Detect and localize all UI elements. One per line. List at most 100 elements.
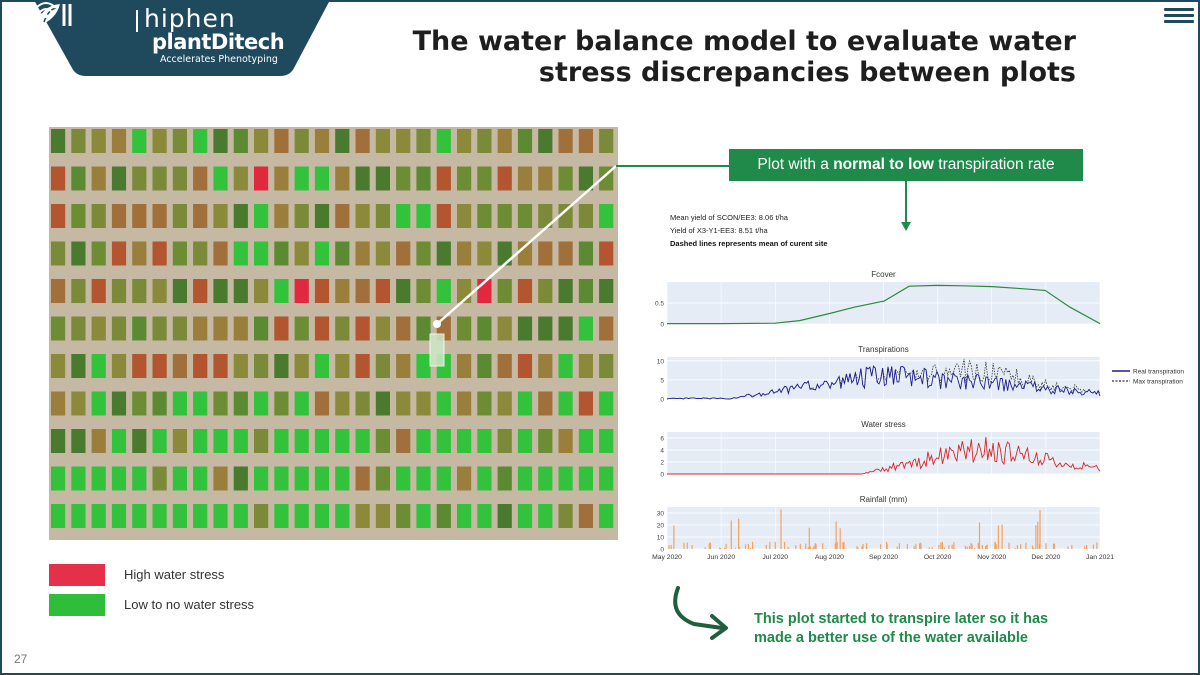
y-tick-label: 5: [660, 377, 664, 384]
field-plot: [599, 354, 614, 378]
field-plot: [111, 429, 127, 453]
rainfall-bar: [835, 521, 837, 549]
field-plot: [71, 354, 86, 378]
field-plot: [599, 204, 614, 228]
field-plot: [71, 129, 86, 153]
field-plot: [314, 504, 330, 528]
field-plot: [375, 166, 390, 191]
field-plot: [335, 129, 350, 153]
field-plot: [132, 204, 147, 228]
rainfall-bar: [780, 509, 782, 549]
field-plot: [254, 391, 269, 416]
y-tick-label: 0.5: [655, 301, 664, 308]
field-plot: [375, 391, 390, 416]
field-plot: [193, 241, 208, 266]
field-plot: [375, 279, 390, 303]
field-plot: [457, 204, 472, 228]
conclusion-line-1: This plot started to transpire later so …: [754, 611, 1049, 627]
rainfall-bar: [898, 543, 900, 549]
field-plot: [436, 466, 451, 491]
field-plot: [91, 316, 106, 341]
field-plot: [294, 166, 309, 191]
field-plot: [51, 166, 66, 191]
title-line-1: The water balance model to evaluate wate…: [412, 26, 1076, 57]
brand-tab-shape: [34, 0, 330, 76]
rainfall-bar: [1025, 542, 1027, 549]
field-plot: [375, 316, 390, 341]
field-plot: [111, 241, 127, 266]
field-plot: [517, 316, 533, 341]
rainfall-bar: [668, 545, 670, 549]
field-plot: [91, 166, 106, 191]
field-plot: [335, 279, 350, 303]
field-plot: [477, 504, 492, 528]
field-plot: [254, 429, 269, 453]
rainfall-bar: [886, 543, 888, 549]
info-line-1: Mean yield of SCON/EE3: 8.06 t/ha: [670, 213, 789, 222]
field-plot: [111, 129, 127, 153]
x-tick-label: Jan 2021: [1086, 554, 1114, 561]
field-plot: [314, 129, 330, 153]
field-plot: [71, 204, 86, 228]
rainfall-bar: [1016, 545, 1018, 549]
field-plot: [233, 129, 248, 153]
field-plot: [111, 466, 127, 491]
field-plot: [477, 466, 492, 491]
rainfall-bar: [931, 547, 933, 549]
legend-swatch-low: [49, 594, 105, 616]
field-plot: [254, 466, 269, 491]
rainfall-bar: [1052, 543, 1055, 549]
field-plot: [355, 241, 370, 266]
field-plot: [477, 204, 492, 228]
field-plot: [193, 391, 208, 416]
rainfall-bar: [834, 543, 836, 549]
info-line-3: Dashed lines represents mean of curent s…: [670, 239, 828, 248]
field-plot: [172, 204, 187, 228]
field-plot: [71, 241, 86, 266]
field-plot: [538, 241, 553, 266]
rainfall-bar: [825, 548, 827, 549]
rainfall-bar: [920, 542, 922, 549]
field-plot: [396, 391, 411, 416]
brand-name-top: hiphen: [144, 4, 236, 33]
field-plot: [416, 204, 431, 228]
field-plot: [578, 429, 593, 453]
rainfall-bar: [719, 547, 721, 549]
rainfall-bar: [977, 542, 979, 549]
rainfall-bar: [1096, 542, 1098, 549]
field-plot: [578, 166, 593, 191]
field-plot: [314, 354, 330, 378]
field-plot: [152, 316, 167, 341]
rainfall-bar: [843, 542, 845, 549]
rainfall-bar: [941, 542, 943, 549]
field-plot: [91, 354, 106, 378]
rainfall-bar: [725, 543, 727, 549]
conclusion-text: This plot started to transpire later so …: [754, 610, 1114, 648]
menu-icon[interactable]: [1164, 6, 1194, 26]
field-plot: [436, 279, 451, 303]
field-plot: [416, 391, 431, 416]
field-plot: [517, 166, 533, 191]
field-plot: [254, 129, 269, 153]
field-plot: [599, 391, 614, 416]
rainfall-bar: [752, 541, 754, 549]
rainfall-bar: [730, 520, 732, 549]
callout-box: Plot with a normal to low transpiration …: [729, 149, 1083, 181]
rainfall-bar: [738, 547, 741, 549]
field-plot: [274, 241, 289, 266]
field-plot: [335, 241, 350, 266]
rainfall-bar: [822, 543, 824, 549]
rainfall-bar: [971, 544, 973, 549]
rainfall-bar: [857, 547, 859, 549]
field-plot: [436, 166, 451, 191]
field-plot: [314, 429, 330, 453]
rainfall-bar: [1037, 521, 1039, 549]
field-plot: [254, 354, 269, 378]
field-plot: [335, 391, 350, 416]
field-plot: [294, 279, 309, 303]
field-plot: [517, 504, 533, 528]
info-line-2: Yield of X3-Y1-EE3: 8.51 t/ha: [670, 226, 769, 235]
rainfall-bar: [866, 543, 868, 549]
field-plot: [457, 429, 472, 453]
rainfall-bar: [807, 547, 809, 549]
